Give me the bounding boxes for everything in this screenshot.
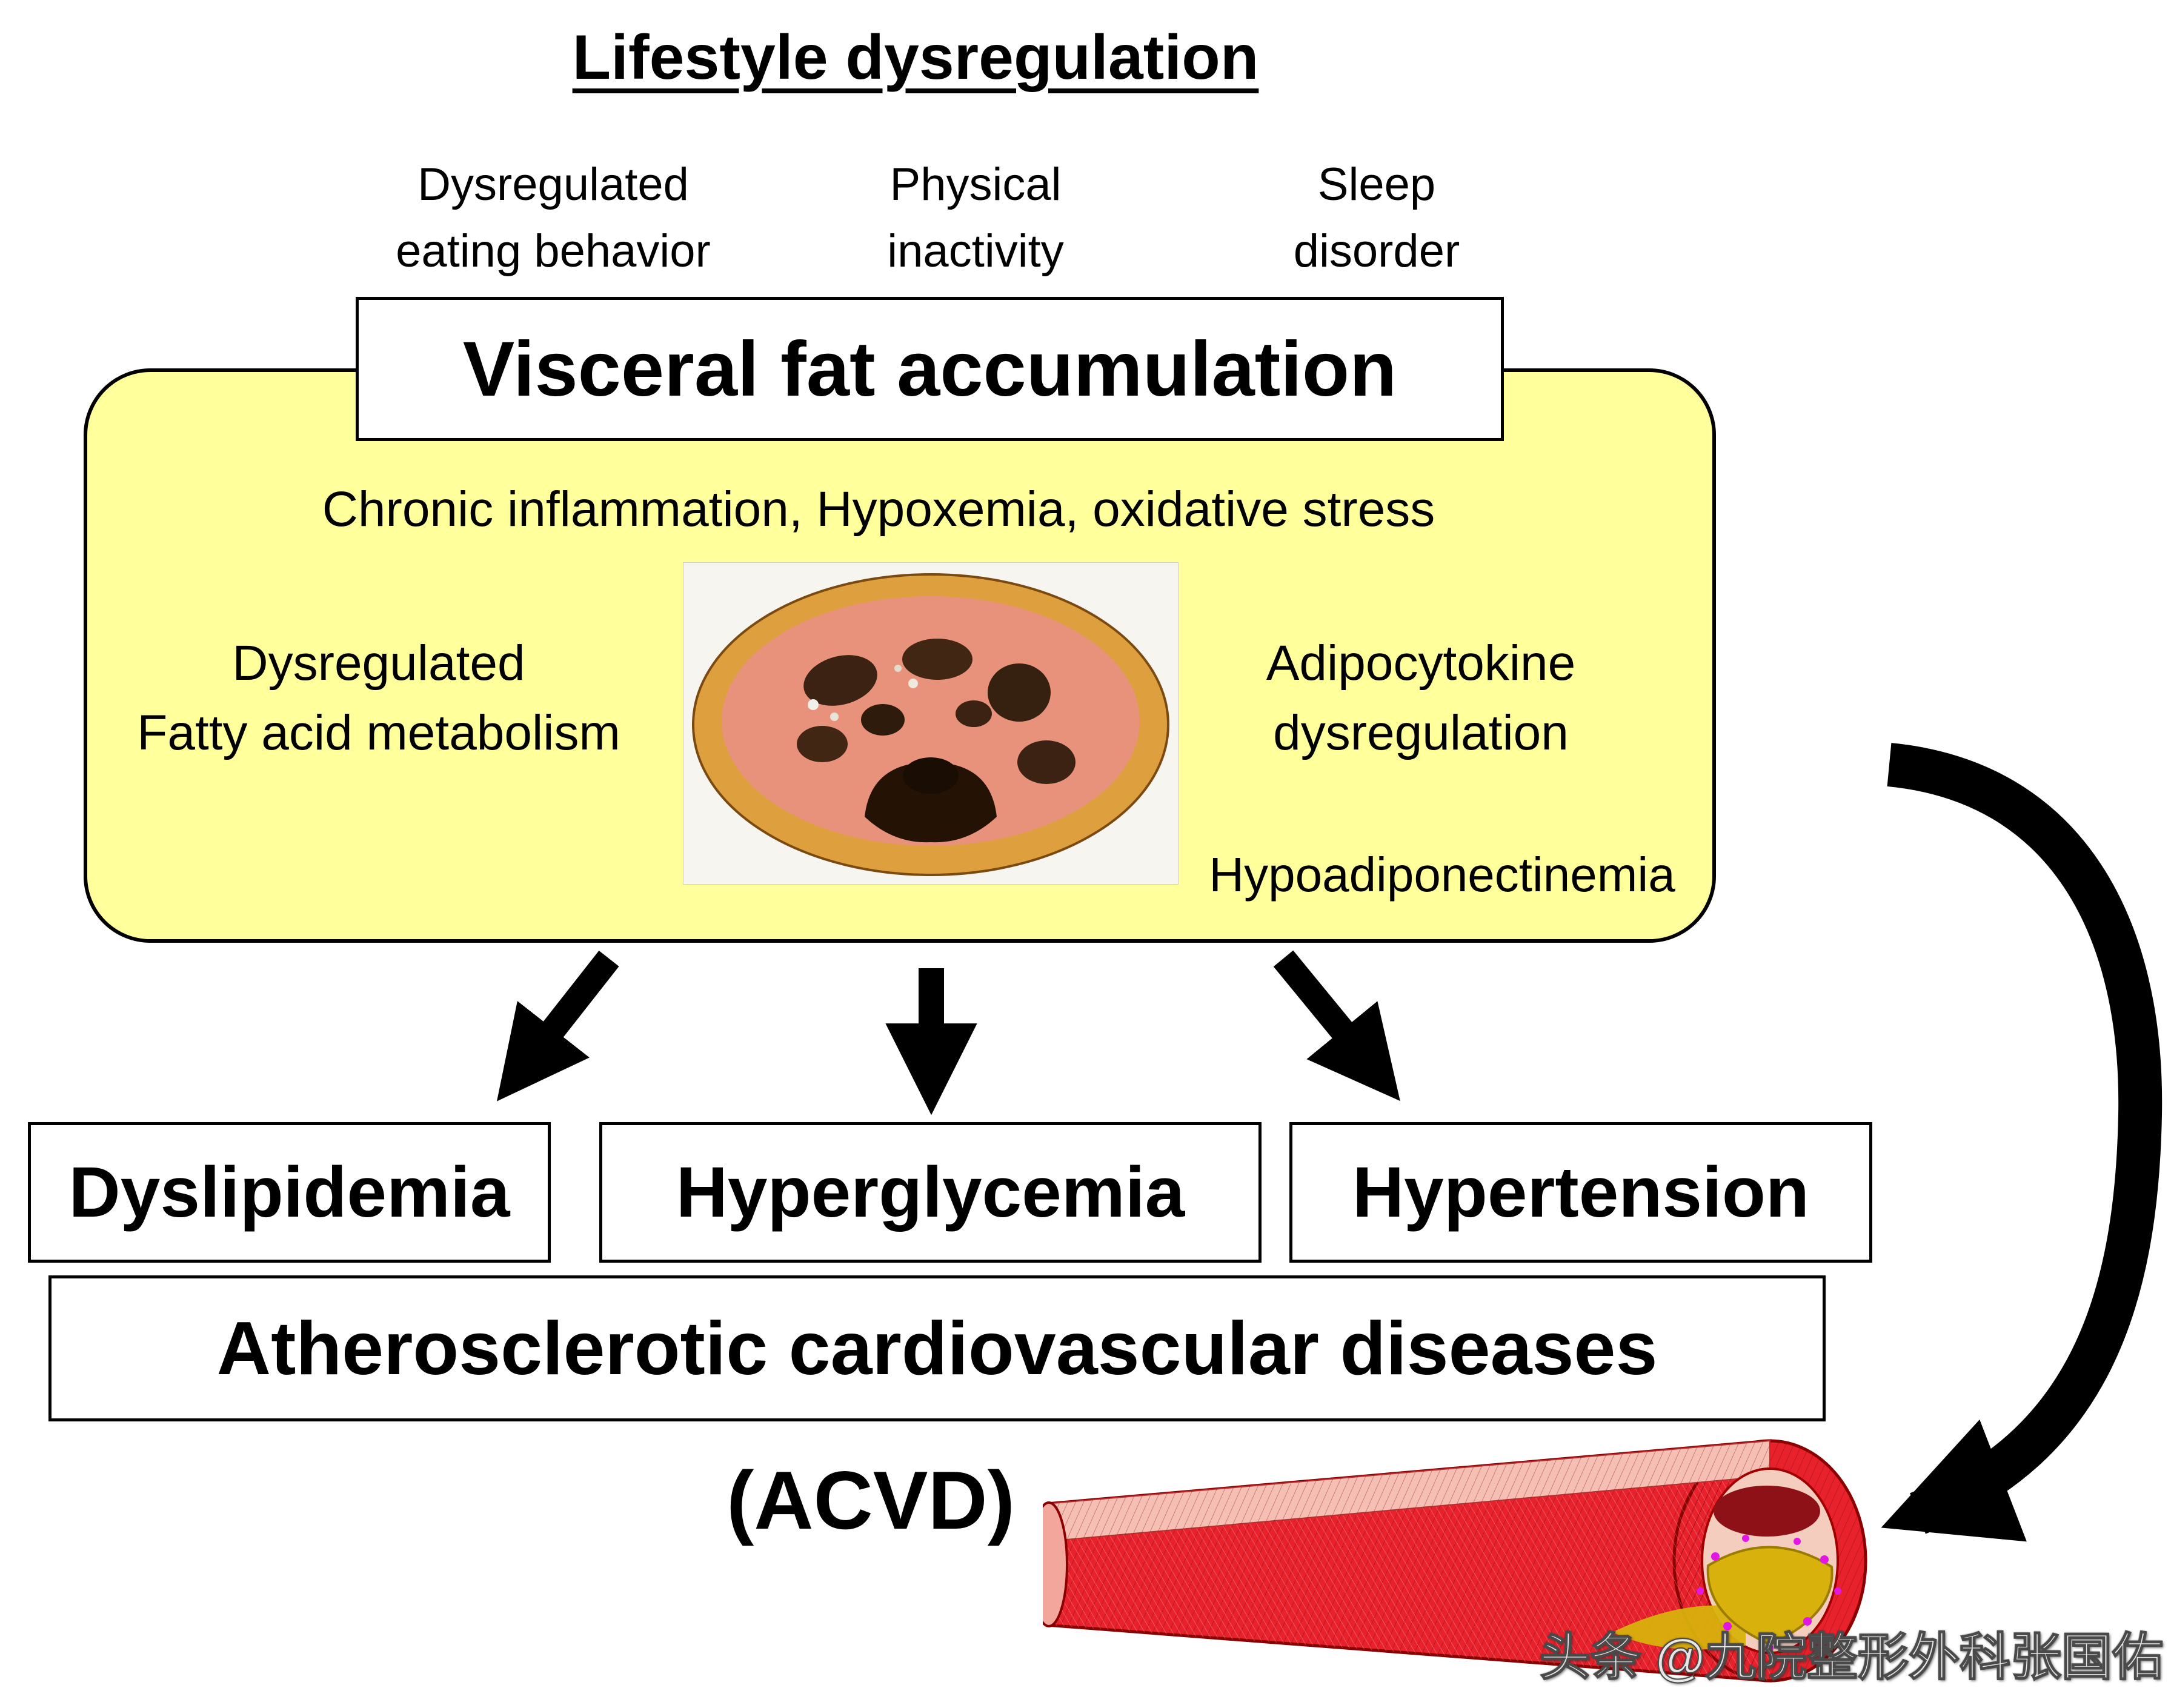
hyperglycemia-box: Hyperglycemia bbox=[599, 1122, 1262, 1263]
side-label-line: dysregulation bbox=[1273, 705, 1569, 760]
acvd-abbreviation: (ACVD) bbox=[726, 1454, 1015, 1546]
page-title-text: Lifestyle dysregulation bbox=[572, 22, 1259, 93]
hyperglycemia-label: Hyperglycemia bbox=[676, 1152, 1185, 1232]
dyslipidemia-label: Dyslipidemia bbox=[68, 1152, 510, 1232]
visceral-fat-heading: Visceral fat accumulation bbox=[462, 325, 1397, 413]
arrow-to-dyslipidemia bbox=[496, 951, 619, 1102]
ct-cross-section-graphic bbox=[682, 562, 1179, 885]
page-title: Lifestyle dysregulation bbox=[519, 22, 1312, 94]
factor-eating-behavior: Dysregulated eating behavior bbox=[323, 151, 783, 285]
factor-sleep-disorder: Sleep disorder bbox=[1146, 151, 1607, 285]
dyslipidemia-box: Dyslipidemia bbox=[28, 1122, 551, 1263]
factor-line: Dysregulated bbox=[417, 159, 689, 210]
fatty-acid-metabolism-label: Dysregulated Fatty acid metabolism bbox=[91, 629, 667, 768]
hypertension-box: Hypertension bbox=[1289, 1122, 1872, 1263]
visceral-fat-heading-box: Visceral fat accumulation bbox=[356, 297, 1504, 441]
side-label-line: Dysregulated bbox=[232, 636, 525, 691]
factor-line: disorder bbox=[1293, 225, 1460, 277]
factor-line: inactivity bbox=[887, 225, 1064, 277]
hypertension-label: Hypertension bbox=[1352, 1152, 1810, 1232]
watermark-text: 头条 @九院整形外科张国佑 bbox=[1539, 1628, 2164, 1686]
side-label-line: Fatty acid metabolism bbox=[137, 705, 620, 760]
arrow-to-hypertension bbox=[1273, 950, 1400, 1102]
panel-subheading: Chronic inflammation, Hypoxemia, oxidati… bbox=[322, 482, 1435, 537]
abdominal-ct-image bbox=[682, 562, 1179, 886]
acvd-label: Atherosclerotic cardiovascular diseases bbox=[216, 1306, 1658, 1391]
hypoadiponectinemia-label: Hypoadiponectinemia bbox=[1209, 848, 1675, 902]
artery-graphic bbox=[1029, 1439, 1867, 1683]
factor-physical-inactivity: Physical inactivity bbox=[745, 151, 1206, 285]
side-label-line: Adipocytokine bbox=[1266, 636, 1576, 691]
factor-line: eating behavior bbox=[396, 225, 711, 277]
artery-plaque-illustration bbox=[1029, 1432, 1875, 1689]
factor-line: Physical bbox=[889, 159, 1062, 210]
factor-line: Sleep bbox=[1317, 159, 1436, 210]
acvd-box: Atherosclerotic cardiovascular diseases bbox=[48, 1275, 1826, 1421]
curved-arrow-to-acvd bbox=[1881, 743, 2163, 1542]
adipocytokine-label: Adipocytokine dysregulation bbox=[1203, 629, 1639, 768]
